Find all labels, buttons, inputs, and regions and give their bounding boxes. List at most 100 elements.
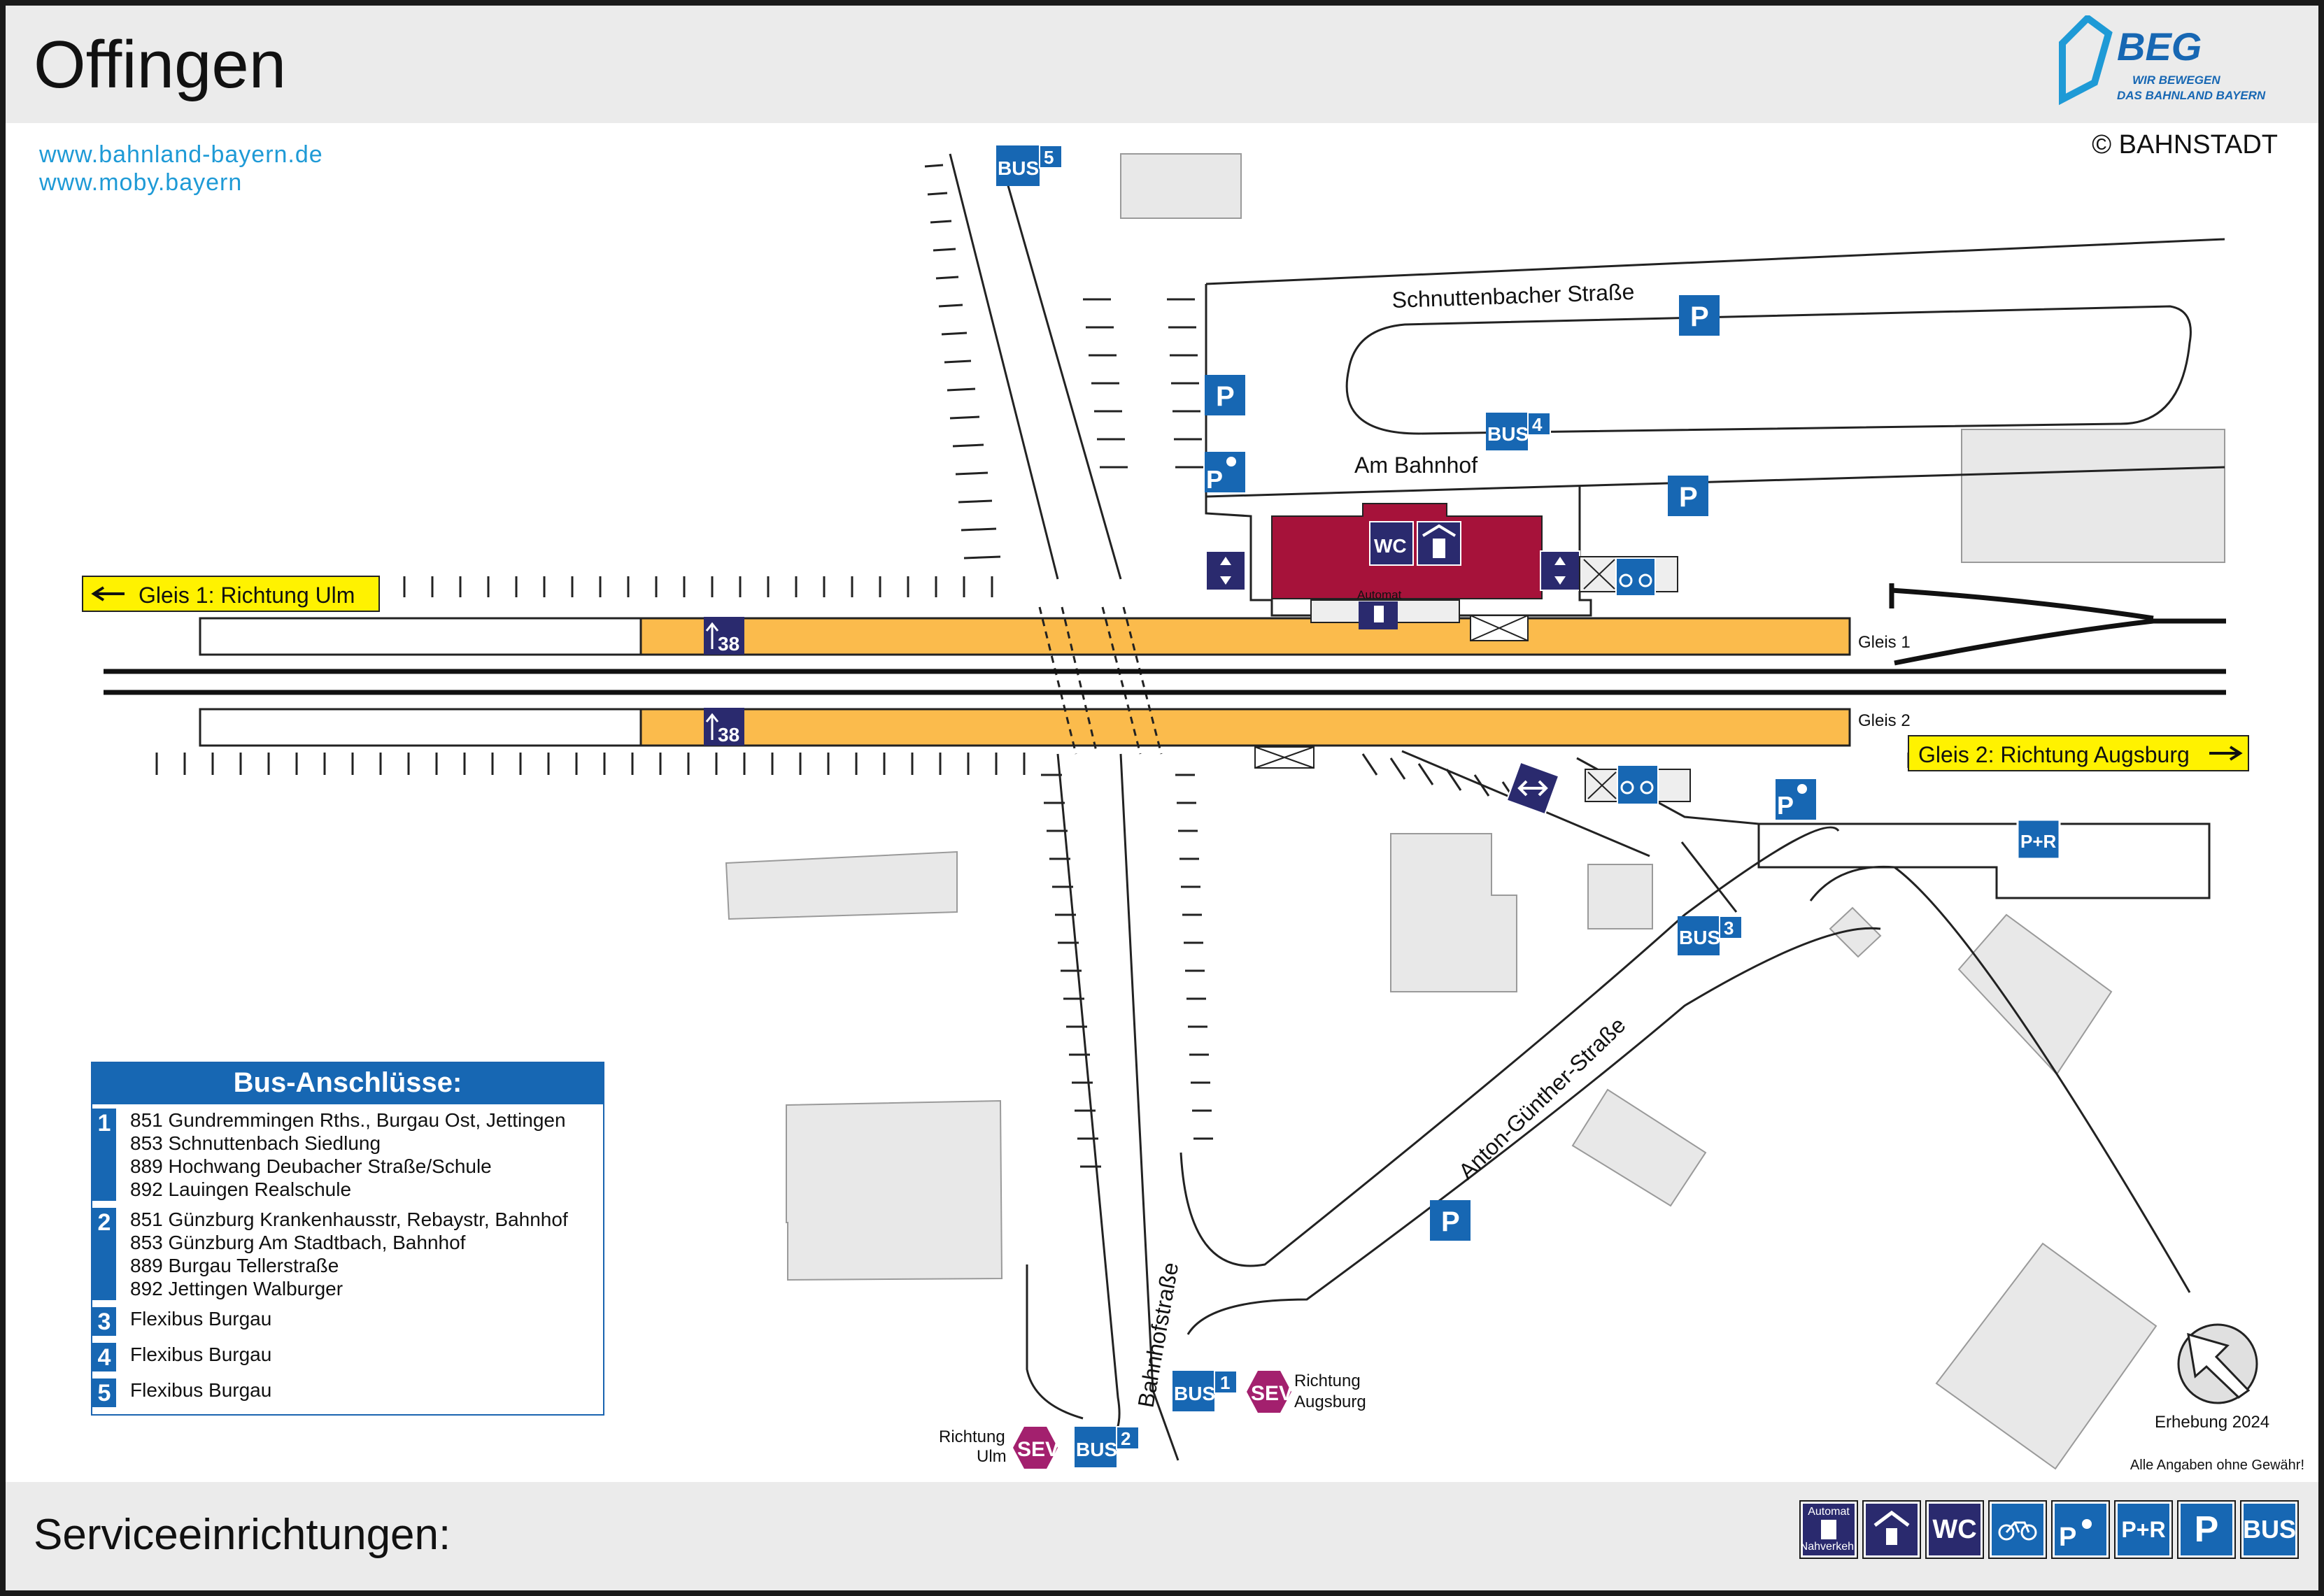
street-am-bahnhof: Am Bahnhof [1354, 453, 1478, 478]
bus-stop-4[interactable]: BUS 4 [1486, 412, 1551, 450]
svg-text:4: 4 [1532, 414, 1543, 435]
north-arrow [2177, 1323, 2258, 1404]
direction-sign-gleis-2: Gleis 2: Richtung Augsburg [1908, 735, 2249, 771]
link-bahnland-bayern[interactable]: www.bahnland-bayern.de [39, 141, 323, 168]
building [786, 1099, 1003, 1281]
svg-text:P: P [1679, 482, 1698, 513]
parking-sign: P [1205, 375, 1245, 415]
road-edge [1680, 841, 1738, 913]
road-edge [1186, 927, 1881, 1335]
legend-row: 4 Flexibus Burgau [92, 1343, 603, 1371]
parking-sign: P [1668, 476, 1708, 516]
survey-date: Erhebung 2024 [2155, 1413, 2270, 1432]
building [1571, 1088, 1707, 1207]
legend-line: Flexibus Burgau [130, 1344, 272, 1365]
road-edge [1026, 1264, 1084, 1420]
park-ride-sign: P+R [2016, 818, 2061, 860]
link-moby-bayern[interactable]: www.moby.bayern [39, 169, 243, 196]
waiting-room-icon [1417, 521, 1461, 566]
road-edge [998, 153, 1122, 580]
legend-row-number: 1 [92, 1109, 116, 1201]
svg-text:Gleis 2: Richtung Augsburg: Gleis 2: Richtung Augsburg [1918, 742, 2190, 767]
underpass [1038, 606, 1163, 755]
legend-row-number: 5 [92, 1378, 116, 1407]
legend-line: 853 Schnuttenbach Siedlung [130, 1132, 381, 1154]
legend-line: 853 Günzburg Am Stadtbach, Bahnhof [130, 1232, 466, 1253]
bus-stop-5[interactable]: BUS 5 [996, 145, 1063, 186]
building [1935, 1242, 2158, 1470]
bus-legend: Bus-Anschlüsse: 1 851 Gundremmingen Rths… [91, 1062, 604, 1416]
sev-sign-augsburg: SEV Richtung Augsburg [1247, 1371, 1366, 1413]
ticket-machine-sign: Automat [1357, 588, 1402, 629]
legend-line: Flexibus Burgau [130, 1379, 272, 1401]
svg-text:P: P [1777, 791, 1794, 820]
road-edge [1179, 826, 1840, 1267]
legend-row-number: 2 [92, 1208, 116, 1300]
svg-text:Augsburg: Augsburg [1294, 1392, 1366, 1411]
legend-line: Flexibus Burgau [130, 1308, 272, 1330]
sev-sign-ulm: SEV Richtung Ulm [939, 1427, 1059, 1469]
svg-text:P: P [1690, 301, 1709, 332]
ticket-machine-icon: Automat Nahverkehr [1799, 1500, 1858, 1559]
bus-stop-2[interactable]: BUS 2 [1075, 1426, 1140, 1467]
svg-text:BUS: BUS [1076, 1439, 1117, 1460]
road-island [1345, 305, 2192, 435]
disabled-parking-sign: P [1205, 452, 1245, 494]
park-ride-lot [1757, 822, 2211, 899]
bus-stop-3[interactable]: BUS 3 [1678, 915, 1743, 955]
svg-text:Automat: Automat [1357, 588, 1402, 601]
svg-text:P: P [1206, 465, 1223, 494]
bicycle-parking-icon [1988, 1500, 2047, 1559]
disabled-parking-sign: P [1776, 779, 1816, 820]
building [725, 850, 958, 920]
svg-text:BUS: BUS [1174, 1383, 1215, 1404]
footer-title: Serviceeinrichtungen: [34, 1511, 451, 1559]
svg-text:Richtung: Richtung [939, 1427, 1005, 1446]
direction-sign-gleis-1: Gleis 1: Richtung Ulm [82, 576, 380, 612]
svg-text:P: P [1441, 1206, 1460, 1237]
wheelchair-icon [1226, 457, 1236, 466]
svg-text:Gleis 1: Richtung Ulm: Gleis 1: Richtung Ulm [139, 583, 355, 608]
parking-icon: P [2177, 1500, 2236, 1559]
legend-row: 3 Flexibus Burgau [92, 1307, 603, 1336]
svg-text:P: P [1216, 381, 1235, 412]
road-edge [1809, 865, 2191, 1293]
building [1957, 913, 2113, 1076]
legend-line: 892 Jettingen Walburger [130, 1278, 343, 1299]
svg-text:38: 38 [718, 724, 739, 746]
platform-height-icon: 38 [704, 617, 744, 655]
svg-text:1: 1 [1220, 1372, 1230, 1393]
elevator-icon [1540, 550, 1580, 591]
bicycle-icon [1619, 573, 1633, 587]
svg-text:5: 5 [1044, 147, 1054, 168]
building [1120, 153, 1242, 219]
building [1587, 864, 1653, 929]
footer-bar: Serviceeinrichtungen: Automat Nahverkehr… [6, 1482, 2318, 1590]
svg-text:Ulm: Ulm [977, 1447, 1007, 1466]
station-map: Gleis 1 Gleis 2 38 38 Gleis 1: Richtung … [82, 145, 2258, 1470]
legend-line: 851 Gundremmingen Rths., Burgau Ost, Jet… [130, 1109, 566, 1131]
beg-logo-text: BEG [2117, 24, 2202, 69]
forecourt-outline [1205, 485, 1592, 617]
gleis-2-label: Gleis 2 [1858, 711, 1911, 730]
building [1390, 833, 1517, 992]
legend-row: 5 Flexibus Burgau [92, 1378, 603, 1407]
road-edge [949, 153, 1059, 580]
svg-text:WC: WC [1374, 535, 1407, 557]
bicycle-parking [1579, 556, 1678, 597]
bus-stop-1[interactable]: BUS 1 [1172, 1370, 1238, 1411]
legend-row: 1 851 Gundremmingen Rths., Burgau Ost, J… [92, 1109, 603, 1201]
road-edge [1205, 238, 2225, 285]
bus-icon: BUS [2240, 1500, 2299, 1559]
legend-row: 2 851 Günzburg Krankenhausstr, Rebaystr,… [92, 1208, 603, 1300]
siding [1894, 618, 2226, 666]
wc-sign: WC [1369, 521, 1414, 566]
svg-text:BUS: BUS [1487, 423, 1529, 445]
svg-text:BUS: BUS [1679, 927, 1720, 948]
beg-tagline-2: DAS BAHNLAND BAYERN [2117, 89, 2266, 102]
legend-row-number: 4 [92, 1343, 116, 1371]
wheelchair-icon [1797, 784, 1807, 794]
underpass-direction-icon [1505, 761, 1560, 815]
bicycle-parking [1585, 764, 1691, 805]
roads [949, 153, 2225, 1461]
